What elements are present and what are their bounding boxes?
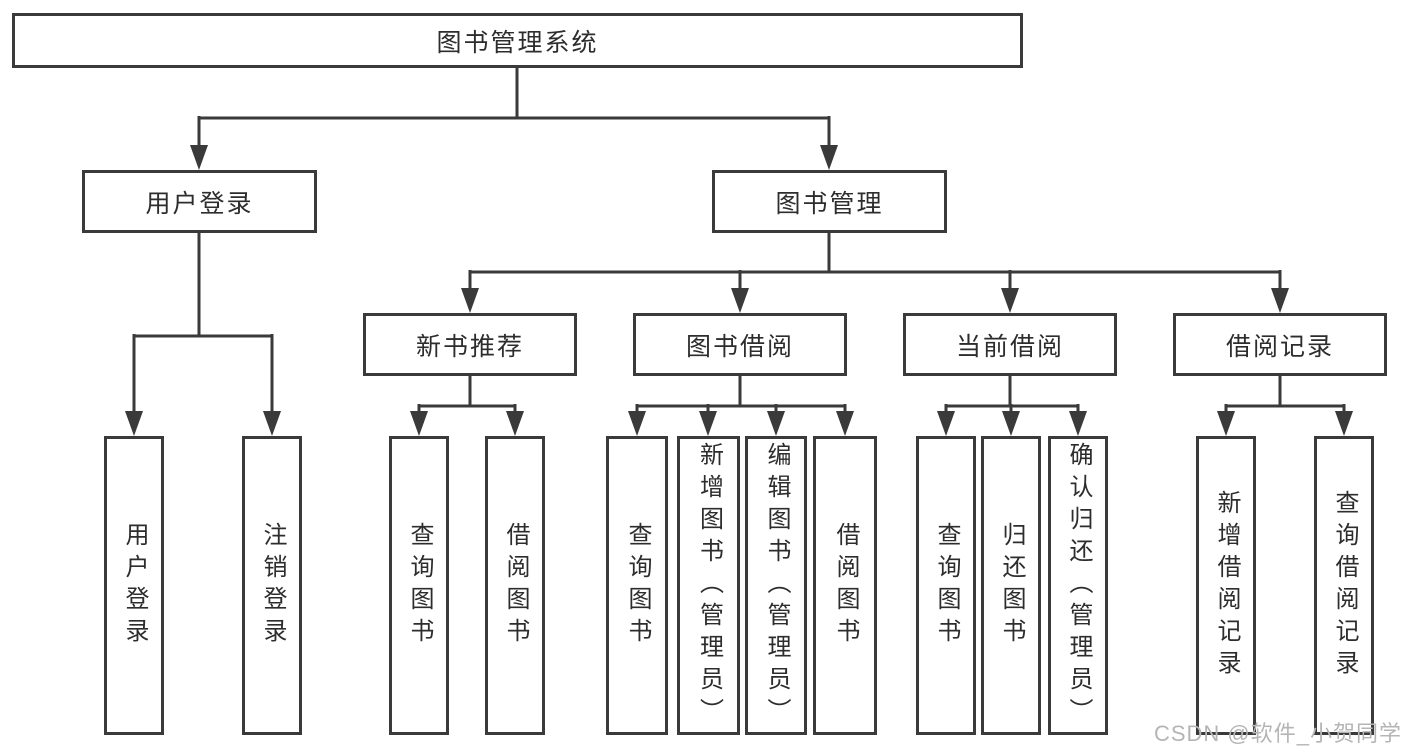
leaf-query-borrow-record-label: 查询借阅记录 <box>1331 489 1358 682</box>
node-borrowing-records: 借阅记录 <box>1173 313 1387 376</box>
leaf-return-books-label: 归还图书 <box>998 521 1025 650</box>
node-user-login: 用户登录 <box>82 170 317 233</box>
leaf-add-borrow-record-label: 新增借阅记录 <box>1213 489 1240 682</box>
node-current-borrowing: 当前借阅 <box>903 313 1117 376</box>
leaf-add-borrow-record: 新增借阅记录 <box>1196 436 1256 735</box>
leaf-query-books-current-label: 查询图书 <box>933 521 960 650</box>
leaf-user-login-label: 用户登录 <box>121 521 148 650</box>
node-new-book-recommend-label: 新书推荐 <box>415 332 524 361</box>
leaf-borrow-books-recommend-label: 借阅图书 <box>502 521 529 650</box>
leaf-logout: 注销登录 <box>242 436 302 735</box>
node-library-system: 图书管理系统 <box>12 13 1023 68</box>
leaf-edit-books-admin-label: 编辑图书（管理员） <box>763 441 790 730</box>
node-book-management-label: 图书管理 <box>775 189 884 218</box>
leaf-logout-label: 注销登录 <box>259 521 286 650</box>
leaf-query-books-borrowing: 查询图书 <box>606 436 668 735</box>
leaf-edit-books-admin: 编辑图书（管理员） <box>745 436 807 735</box>
leaf-borrow-books-label: 借阅图书 <box>832 521 859 650</box>
node-current-borrowing-label: 当前借阅 <box>955 332 1064 361</box>
arrowheads <box>125 145 1353 436</box>
leaf-query-borrow-record: 查询借阅记录 <box>1314 436 1374 735</box>
leaf-query-books-borrowing-label: 查询图书 <box>624 521 651 650</box>
leaf-confirm-return-admin-label: 确认归还（管理员） <box>1065 441 1092 730</box>
leaf-user-login: 用户登录 <box>104 436 164 735</box>
leaf-confirm-return-admin: 确认归还（管理员） <box>1048 436 1108 735</box>
leaf-query-books-recommend: 查询图书 <box>389 436 449 735</box>
leaf-query-books-current: 查询图书 <box>916 436 976 735</box>
leaf-borrow-books: 借阅图书 <box>813 436 877 735</box>
leaf-add-books-admin: 新增图书（管理员） <box>677 436 740 735</box>
leaf-add-books-admin-label: 新增图书（管理员） <box>695 441 723 730</box>
csdn-watermark: CSDN @软件_小贺同学 <box>1153 721 1402 746</box>
leaf-borrow-books-recommend: 借阅图书 <box>485 436 545 735</box>
node-book-borrowing-label: 图书借阅 <box>685 332 794 361</box>
leaf-return-books: 归还图书 <box>981 436 1041 735</box>
node-borrowing-records-label: 借阅记录 <box>1225 332 1334 361</box>
node-library-system-label: 图书管理系统 <box>436 28 599 57</box>
leaf-query-books-recommend-label: 查询图书 <box>406 521 433 650</box>
node-book-management: 图书管理 <box>712 170 947 233</box>
node-book-borrowing: 图书借阅 <box>633 313 847 376</box>
node-new-book-recommend: 新书推荐 <box>363 313 577 376</box>
node-user-login-label: 用户登录 <box>145 189 254 218</box>
